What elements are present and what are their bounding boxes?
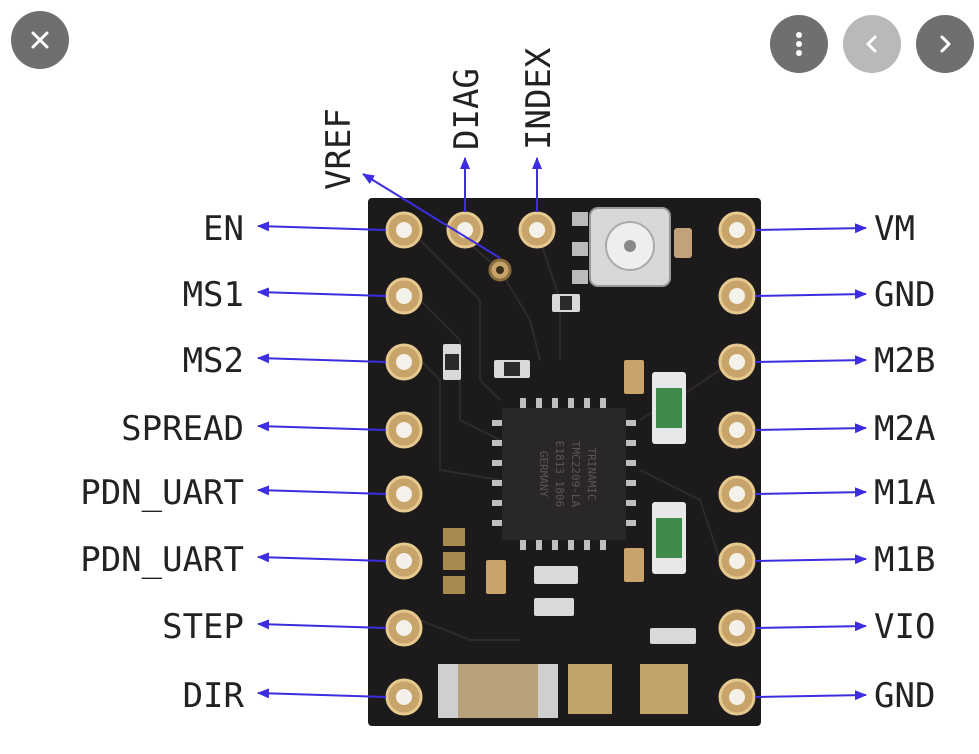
pin-arrow [257, 353, 387, 364]
pin-pad [718, 343, 756, 381]
pin-arrow [754, 621, 867, 632]
chip-marking-line: GERMANY [537, 451, 550, 498]
pin-pad [385, 609, 423, 647]
pin-label: MS2 [183, 341, 244, 381]
pin-label: EN [203, 209, 244, 249]
pin-label: M2B [874, 341, 935, 381]
pin-arrow [754, 690, 867, 701]
pin-label: GND [874, 676, 935, 716]
pin-arrow [754, 289, 867, 300]
pin-label: MS1 [183, 275, 244, 315]
pin-arrows [257, 157, 867, 701]
pin-arrow [754, 487, 867, 498]
pin-pad [518, 211, 556, 249]
pin-arrow [362, 173, 501, 259]
chip-marking-line: TRINAMIC [585, 448, 598, 501]
pin-pad [385, 343, 423, 381]
pin-label: SPREAD [121, 409, 244, 449]
pin-label: M2A [874, 409, 935, 449]
pin-pad [718, 542, 756, 580]
close-button[interactable] [11, 11, 69, 69]
header-pins [385, 211, 756, 716]
pin-label: GND [874, 275, 935, 315]
pin-label: VIO [874, 607, 935, 647]
pin-pad [385, 678, 423, 716]
chip-marking-line: TMC2209-LA [569, 441, 582, 508]
pin-label: DIR [183, 676, 245, 716]
pin-label: STEP [162, 607, 244, 647]
pin-arrow [257, 485, 387, 496]
close-icon [31, 31, 49, 49]
pin-label: INDEX [519, 47, 559, 150]
pin-arrow [754, 355, 867, 366]
pin-pad [385, 277, 423, 315]
stepper-driver-chip: TRINAMIC TMC2209-LA E1813 1806 GERMANY [492, 398, 636, 550]
more-vertical-icon [796, 32, 802, 56]
pin-arrow [257, 619, 387, 630]
pin-label: VREF [319, 108, 359, 190]
pin-pad [385, 542, 423, 580]
pin-label: VM [874, 209, 915, 249]
chip-marking-line: E1813 1806 [553, 441, 566, 507]
pin-arrow [257, 688, 387, 699]
pin-arrow [754, 223, 867, 234]
pin-arrow [754, 423, 867, 434]
pin-label: PDN_UART [80, 473, 244, 513]
smd-components [438, 294, 696, 718]
pin-label: PDN_UART [80, 540, 244, 580]
pin-pad [718, 411, 756, 449]
pin-pad [718, 277, 756, 315]
pin-pad [385, 475, 423, 513]
pin-pad [385, 211, 423, 249]
pin-arrow [754, 554, 867, 565]
pin-arrow [257, 552, 387, 563]
pin-arrow [257, 421, 387, 432]
more-options-button[interactable] [770, 15, 828, 73]
next-image-button[interactable] [916, 15, 974, 73]
pin-pad [385, 411, 423, 449]
pin-label: DIAG [447, 68, 487, 150]
pin-arrow [257, 221, 387, 232]
pin-label: M1A [874, 473, 935, 513]
pin-arrow [257, 287, 387, 298]
pin-label: M1B [874, 540, 935, 580]
potentiometer [572, 207, 692, 287]
previous-image-button[interactable] [843, 15, 901, 73]
pin-pad [446, 211, 484, 249]
pin-pad [718, 211, 756, 249]
chevron-left-icon [866, 35, 877, 53]
chevron-right-icon [940, 35, 951, 53]
pin-pad [718, 609, 756, 647]
pin-pad [718, 475, 756, 513]
pin-pad [718, 678, 756, 716]
